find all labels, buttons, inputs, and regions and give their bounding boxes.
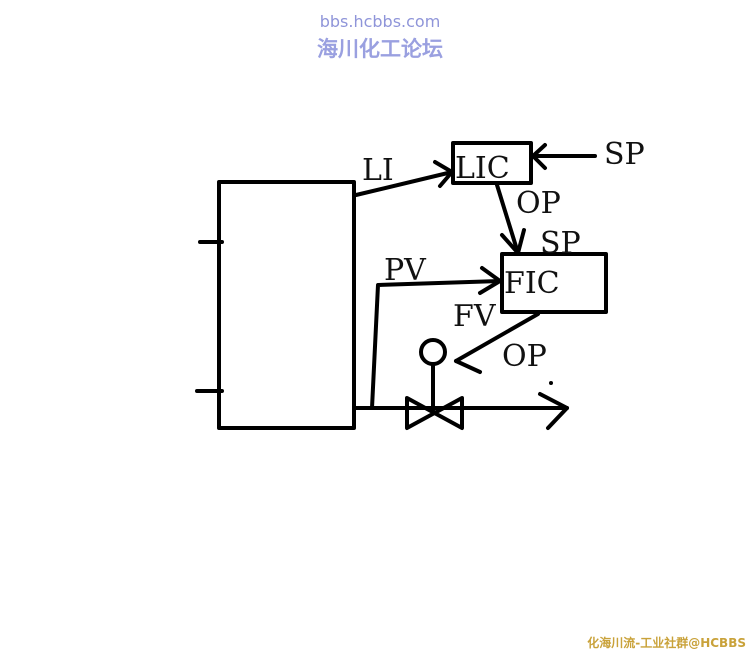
label-fv: FV (453, 299, 497, 334)
watermark-url: bbs.hcbbs.com (319, 12, 441, 31)
fic-op-tail (454, 359, 482, 374)
valve-actuator (419, 338, 447, 366)
lic-op-arrowhead (500, 228, 526, 255)
label-fic: FIC (504, 266, 560, 301)
outlet-arrowhead (538, 392, 569, 430)
lic-box (451, 141, 533, 185)
li-arrowhead (433, 160, 454, 188)
watermark-footer: 化海川流-工业社群@HCBBS (587, 636, 746, 650)
label-op-fic: OP (502, 339, 547, 374)
label-sp-fic: SP (540, 226, 581, 261)
label-pv: PV (384, 253, 427, 288)
label-sp-lic: SP (604, 137, 645, 172)
control-valve-body (405, 396, 464, 430)
pv-signal-line (370, 279, 502, 410)
li-signal-line (354, 170, 454, 197)
stray-dot (549, 381, 553, 385)
lic-op-line (495, 183, 520, 255)
tank (217, 180, 356, 430)
watermark-forum-name: 海川化工论坛 (317, 37, 443, 61)
label-li: LI (362, 153, 394, 188)
lic-sp-arrowhead (531, 143, 547, 170)
label-lic: LIC (455, 151, 510, 186)
label-op-lic: OP (516, 186, 561, 221)
fic-op-line (454, 312, 540, 363)
fic-box (500, 252, 608, 314)
pv-arrowhead (478, 266, 502, 295)
